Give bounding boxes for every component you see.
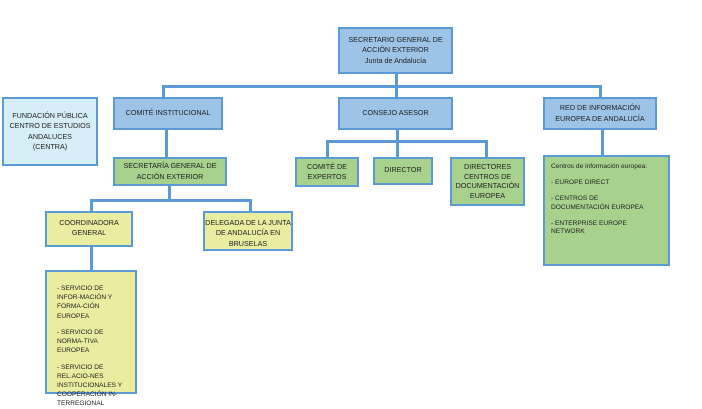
node-text: CENTROS DE [463,171,512,181]
connector [90,246,93,270]
connector [599,85,602,97]
node-servicios: - SERVICIO DE INFOR-MACIÓN Y FORMA-CIÓN … [45,270,137,407]
node-text: EUROPEA [469,191,506,201]
node-text: - SERVICIO DE INFOR-MACIÓN Y FORMA-CIÓN … [57,285,113,320]
connector [326,140,329,157]
node-text: CENTRO DE ESTUDIOS [9,121,91,131]
node-director: DIRECTOR [373,157,433,185]
node-text: SECRETARÍA GENERAL DE [123,161,217,171]
connector [90,199,93,211]
node-text: - CENTROS DE DOCUMENTACIÓN EUROPEA [551,194,644,211]
node-text: - SERVICIO DE REL.ACIO-NES INSTITUCIONAL… [57,363,122,408]
node-secretaria-general: SECRETARÍA GENERAL DE ACCIÓN EXTERIOR [113,157,227,186]
node-text: CONSEJO ASESOR [362,108,429,118]
node-text: EXPERTOS [307,172,347,181]
node-text: COMITÉ INSTITUCIONAL [125,108,211,118]
node-text: DE ANDALUCÍA EN [215,228,281,238]
node-red-informacion: RED DE INFORMACIÓN EUROPEA DE ANDALUCÍA [543,97,657,130]
node-fundacion-centra: FUNDACIÓN PÚBLICA CENTRO DE ESTUDIOS AND… [2,97,98,166]
node-text: DIRECTOR [384,165,422,174]
node-text: DIRECTORES [464,162,511,171]
node-text: - SERVICIO DE NORMA-TIVA EUROPEA [57,328,104,355]
connector [90,199,252,202]
node-text: COMITÉ DE [307,161,347,171]
connector [249,199,252,211]
node-comite-institucional: COMITÉ INSTITUCIONAL [113,97,223,130]
node-text: Junta de Andalucía [364,55,427,65]
node-consejo-asesor: CONSEJO ASESOR [338,97,453,130]
connector [162,85,602,88]
node-text: EUROPEA DE ANDALUCÍA [555,113,645,123]
node-text: - EUROPE DIRECT [551,178,610,186]
node-text: RED DE INFORMACIÓN [559,103,641,113]
node-text: DOCUMENTACIÓN [455,181,520,191]
node-text: ACCIÓN EXTERIOR [362,45,429,55]
connector [326,140,488,143]
node-comite-expertos: COMITÉ DE EXPERTOS [295,157,359,187]
node-centros-informacion: Centros de información europea: - EUROPE… [543,155,670,266]
node-text: - ENTERPRISE EUROPE NETWORK [551,219,627,236]
node-secretario-general: SECRETARIO GENERAL DE ACCIÓN EXTERIOR Ju… [338,27,453,74]
node-text: GENERAL [71,228,107,238]
connector [485,140,488,157]
node-text: FUNDACIÓN PÚBLICA [12,110,88,120]
node-coordinadora-general: COORDINADORA GENERAL [45,211,133,247]
connector [168,185,171,200]
node-text: SECRETARIO GENERAL DE [348,34,443,44]
connector [601,129,604,155]
connector [396,129,399,157]
node-directores-centros: DIRECTORES CENTROS DE DOCUMENTACIÓN EURO… [450,157,525,206]
node-text: Centros de información europea: [551,163,648,170]
connector [162,85,165,97]
node-text: BRUSELAS [228,238,268,248]
connector [165,129,168,157]
node-text: (CENTRA) [32,141,68,151]
node-text: COORDINADORA [59,218,119,227]
node-text: ACCIÓN EXTERIOR [136,171,204,181]
node-text: DELEGADA DE LA JUNTA [205,218,291,227]
node-delegada-bruselas: DELEGADA DE LA JUNTA DE ANDALUCÍA EN BRU… [203,211,293,251]
node-text: ANDALUCES [28,131,72,141]
